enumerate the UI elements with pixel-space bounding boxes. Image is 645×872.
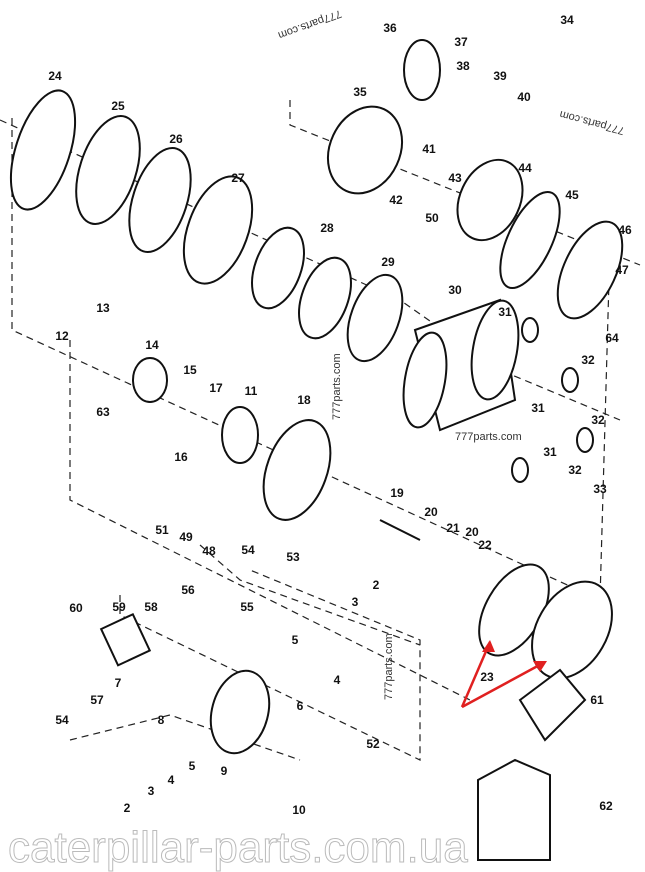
watermark-777parts: 777parts.com	[455, 431, 522, 443]
callout-28: 28	[320, 221, 334, 235]
callout-4: 4	[334, 673, 341, 687]
callout-21: 21	[446, 521, 460, 535]
callout-16: 16	[174, 450, 188, 464]
callout-33: 33	[593, 482, 607, 496]
site-watermark: caterpillar-parts.com.ua	[8, 823, 468, 872]
watermark-777parts: 777parts.com	[331, 353, 343, 420]
watermark-777parts: 777parts.com	[276, 7, 343, 41]
callout-3: 3	[148, 784, 155, 798]
parts	[9, 39, 624, 861]
callout-37: 37	[454, 35, 468, 49]
callout-40: 40	[517, 90, 531, 104]
callout-31: 31	[531, 401, 545, 415]
callout-39: 39	[493, 69, 507, 83]
callout-55: 55	[240, 600, 254, 614]
callout-47: 47	[615, 263, 629, 277]
callout-25: 25	[111, 99, 125, 113]
callout-15: 15	[183, 363, 197, 377]
callout-63: 63	[96, 405, 110, 419]
callout-27: 27	[231, 171, 245, 185]
callout-32: 32	[591, 413, 605, 427]
callout-20: 20	[465, 525, 479, 539]
callout-50: 50	[425, 211, 439, 225]
callout-46: 46	[618, 223, 632, 237]
callout-49: 49	[179, 530, 193, 544]
callout-60: 60	[69, 601, 83, 615]
callout-4: 4	[168, 773, 175, 787]
callout-13: 13	[96, 301, 110, 315]
callout-53: 53	[286, 550, 300, 564]
callout-7: 7	[115, 676, 122, 690]
callout-52: 52	[366, 737, 380, 751]
callout-56: 56	[181, 583, 195, 597]
callout-57: 57	[90, 693, 104, 707]
callout-14: 14	[145, 338, 159, 352]
watermark-777parts: 777parts.com	[558, 108, 625, 137]
callout-8: 8	[158, 713, 165, 727]
callout-31: 31	[543, 445, 557, 459]
callout-12: 12	[55, 329, 69, 343]
callout-11: 11	[245, 384, 258, 398]
callout-61: 61	[590, 693, 604, 707]
callout-54: 54	[241, 543, 255, 557]
callout-9: 9	[221, 764, 228, 778]
callout-42: 42	[389, 193, 403, 207]
callout-32: 32	[581, 353, 595, 367]
callout-44: 44	[518, 161, 532, 175]
callout-48: 48	[202, 544, 216, 558]
callout-34: 34	[560, 13, 574, 27]
watermark-777parts: 777parts.com	[383, 633, 395, 700]
callout-64: 64	[605, 331, 619, 345]
callout-35: 35	[353, 85, 367, 99]
callout-20: 20	[424, 505, 438, 519]
callout-29: 29	[381, 255, 395, 269]
red-arrows	[460, 640, 547, 709]
callout-17: 17	[209, 381, 223, 395]
callout-5: 5	[292, 633, 299, 647]
callout-2: 2	[373, 578, 380, 592]
callout-22: 22	[478, 538, 492, 552]
callout-51: 51	[155, 523, 169, 537]
callout-labels: 3436373839403541434442502425262728294546…	[48, 13, 632, 817]
callout-41: 41	[422, 142, 436, 156]
callout-18: 18	[297, 393, 311, 407]
callout-10: 10	[292, 803, 306, 817]
callout-43: 43	[448, 171, 462, 185]
callout-59: 59	[112, 600, 126, 614]
callout-58: 58	[144, 600, 158, 614]
callout-62: 62	[599, 799, 613, 813]
callout-32: 32	[568, 463, 582, 477]
callout-3: 3	[352, 595, 359, 609]
callout-24: 24	[48, 69, 62, 83]
callout-36: 36	[383, 21, 397, 35]
callout-38: 38	[456, 59, 470, 73]
callout-31: 31	[498, 305, 512, 319]
callout-45: 45	[565, 188, 579, 202]
callout-26: 26	[169, 132, 183, 146]
callout-5: 5	[189, 759, 196, 773]
callout-2: 2	[124, 801, 131, 815]
callout-23: 23	[480, 670, 494, 684]
callout-19: 19	[390, 486, 404, 500]
callout-54: 54	[55, 713, 69, 727]
callout-30: 30	[448, 283, 462, 297]
callout-6: 6	[297, 699, 304, 713]
